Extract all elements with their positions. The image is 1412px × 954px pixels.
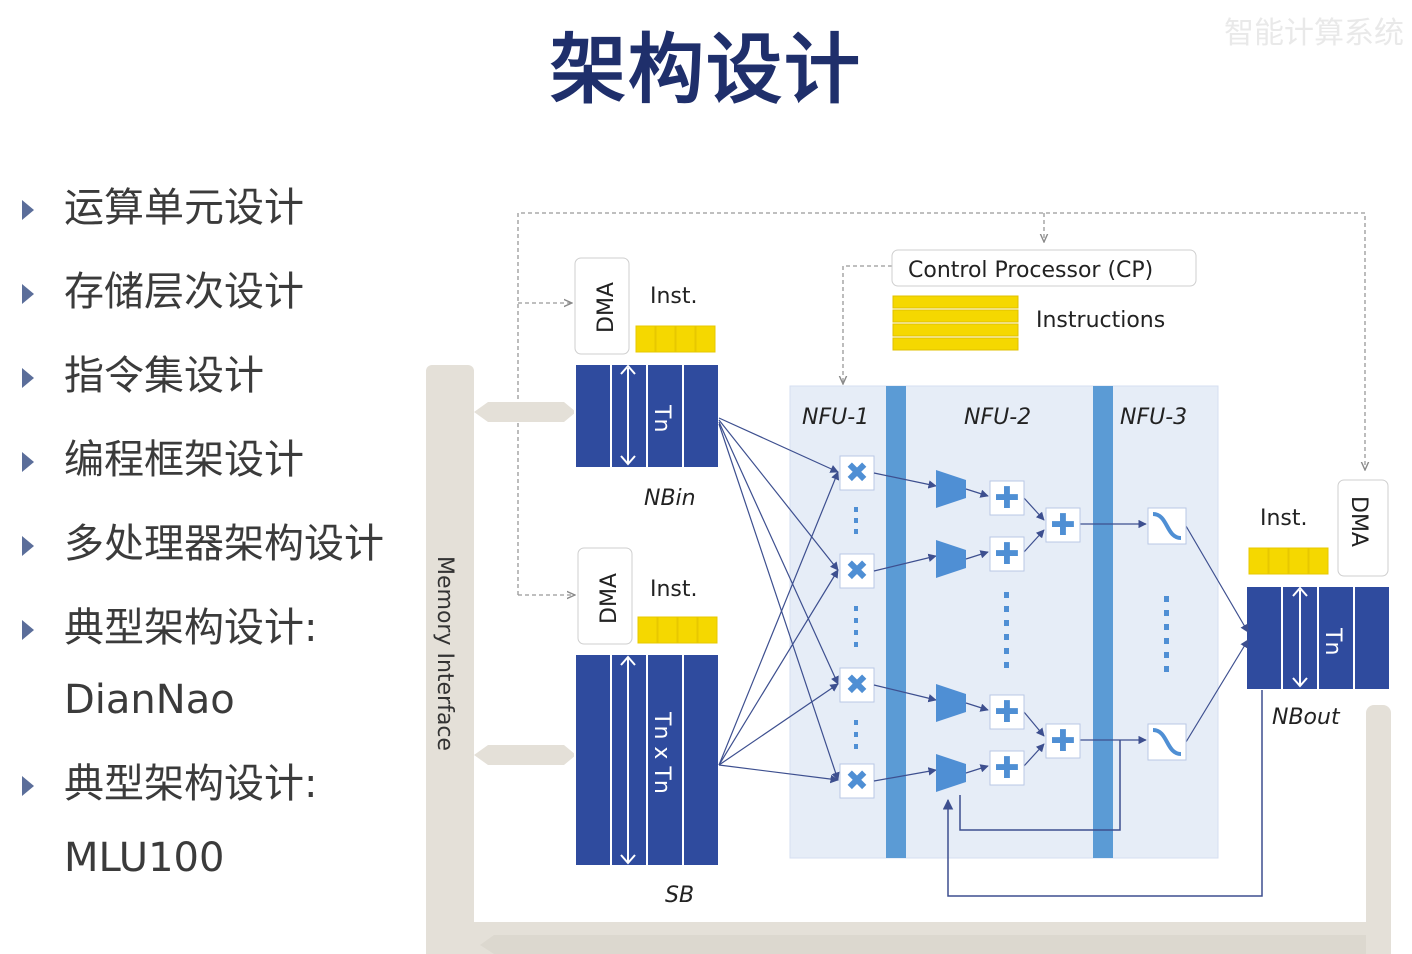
plus-icon: ✚ [1050, 724, 1075, 759]
multiplier-units: ✖ ✖ ✖ ✖ [839, 455, 875, 799]
triangle-bullet-icon [22, 620, 34, 640]
nfu3-label: NFU-3 [1120, 405, 1187, 430]
plus-icon: ✚ [1050, 508, 1075, 543]
triangle-bullet-icon [22, 200, 34, 220]
ellipsis-dots [854, 507, 1169, 749]
dma-label: DMA [597, 573, 622, 624]
triangle-bullet-icon [22, 776, 34, 796]
sb-label: SB [665, 883, 694, 908]
bullet-text: 存储层次设计 [64, 269, 304, 315]
instructions-label: Instructions [1036, 308, 1165, 333]
sigmoid-icon [1152, 512, 1182, 540]
dma-sb: DMA [577, 547, 633, 645]
bullet-text: 典型架构设计: [64, 761, 318, 807]
dma-label: DMA [1346, 496, 1371, 547]
triangle-bullet-icon [22, 368, 34, 388]
plus-icon: ✚ [994, 537, 1019, 572]
multiply-icon: ✖ [845, 668, 868, 701]
triangle-bullet-icon [22, 536, 34, 556]
multiply-icon: ✖ [845, 456, 868, 489]
stage1-connections [873, 472, 937, 782]
page-title: 架构设计 [550, 25, 862, 114]
multiply-icon: ✖ [845, 554, 868, 587]
sigmoid-icon [1152, 728, 1182, 756]
bullet-text: 多处理器架构设计 [64, 521, 384, 567]
tn-label: Tn [1320, 627, 1345, 655]
inst-label: Inst. [650, 577, 698, 602]
adder-units: ✚ ✚ ✚ ✚ ✚ ✚ [989, 480, 1081, 786]
input-connections [718, 417, 840, 784]
nbin-label: NBin [644, 486, 696, 511]
inst-queue-nbin [635, 325, 716, 353]
nfu1-label: NFU-1 [802, 405, 869, 430]
plus-icon: ✚ [994, 695, 1019, 730]
mux-to-adder [965, 488, 1249, 774]
nbout-buffer [1245, 585, 1391, 691]
memory-interface-bus [426, 365, 1391, 954]
bullet-text: 典型架构设计: [64, 605, 318, 651]
sb-buffer [574, 653, 720, 867]
triangle-bullet-icon [22, 452, 34, 472]
nfu-divider-1 [886, 386, 906, 858]
bullet-text: 编程框架设计 [64, 437, 304, 483]
control-processor-label: Control Processor (CP) [908, 258, 1153, 283]
nfu2-label: NFU-2 [964, 405, 1031, 430]
bullet-continuation: DianNao [64, 677, 235, 723]
plus-icon: ✚ [994, 481, 1019, 516]
adder-tree-inputs [936, 470, 966, 792]
activation-units [1147, 507, 1187, 761]
feedback-loop [942, 690, 1263, 897]
tn-label: Tn [649, 404, 674, 432]
nbin-buffer [574, 363, 720, 469]
watermark: 智能计算系统 [1224, 16, 1404, 51]
memory-interface-label: Memory Interface [432, 556, 457, 751]
bullet-text: 指令集设计 [64, 353, 264, 399]
dma-label: DMA [594, 282, 619, 333]
instructions-stack [892, 295, 1019, 351]
nbout-label: NBout [1272, 705, 1341, 730]
inst-queue-sb [637, 616, 718, 644]
tnxtn-label: Tn x Tn [649, 711, 674, 794]
plus-icon: ✚ [994, 751, 1019, 786]
bullet-text: 运算单元设计 [64, 185, 304, 231]
control-processor-box [891, 249, 1197, 287]
inst-queue-nbout [1248, 547, 1329, 575]
inst-label: Inst. [1260, 506, 1308, 531]
triangle-bullet-icon [22, 284, 34, 304]
dma-nbin: DMA [574, 257, 630, 355]
dma-nbout: DMA [1337, 479, 1389, 577]
bullet-continuation: MLU100 [64, 835, 225, 881]
multiply-icon: ✖ [845, 764, 868, 797]
inst-label: Inst. [650, 284, 698, 309]
nfu-divider-2 [1093, 386, 1113, 858]
